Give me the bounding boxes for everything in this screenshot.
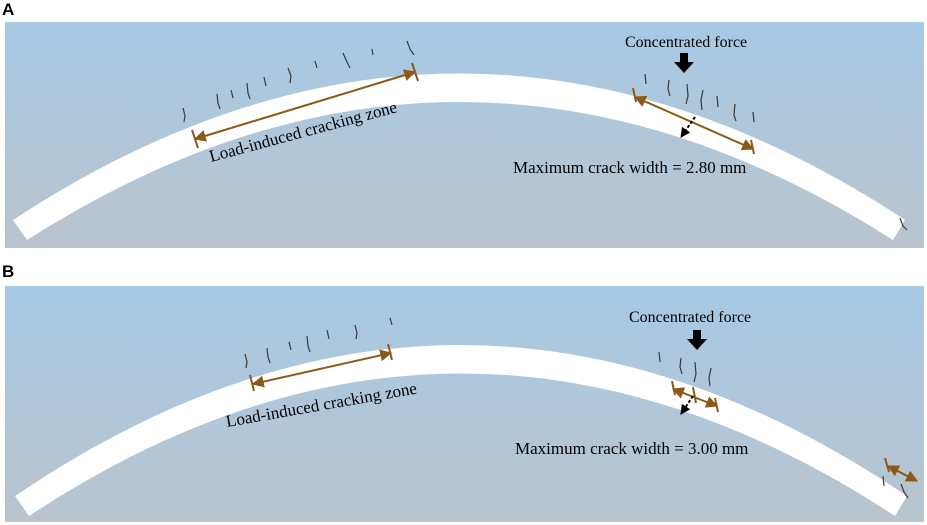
panel-label-a: A <box>2 0 15 19</box>
max-crack-width-label: Maximum crack width = 2.80 mm <box>513 158 746 177</box>
end-crack-dimension <box>884 457 919 482</box>
concentrated-force-label: Concentrated force <box>629 309 751 326</box>
max-crack-zone-dimension <box>671 380 719 413</box>
crack-width-pointer <box>680 395 694 415</box>
arch-render-a: Load-induced cracking zone Concentrated … <box>5 22 924 248</box>
panel-b: Load-induced cracking zone Concentrated … <box>5 286 924 522</box>
background <box>5 22 924 248</box>
concentrated-force-arrow <box>687 330 707 350</box>
cracking-zone-dimension <box>191 62 419 149</box>
panel-a: Load-induced cracking zone Concentrated … <box>5 22 924 248</box>
max-crack-zone-dimension <box>632 87 755 155</box>
concentrated-force-arrow <box>674 53 694 73</box>
cracks-right-zone <box>658 351 909 499</box>
crack-width-pointer <box>680 116 696 138</box>
cracking-zone-dimension <box>249 343 393 392</box>
background <box>5 286 924 522</box>
panel-label-b: B <box>2 262 15 281</box>
arch-render-b: Load-induced cracking zone Concentrated … <box>5 286 924 522</box>
concentrated-force-label: Concentrated force <box>625 34 747 51</box>
max-crack-width-label: Maximum crack width = 3.00 mm <box>515 439 748 458</box>
